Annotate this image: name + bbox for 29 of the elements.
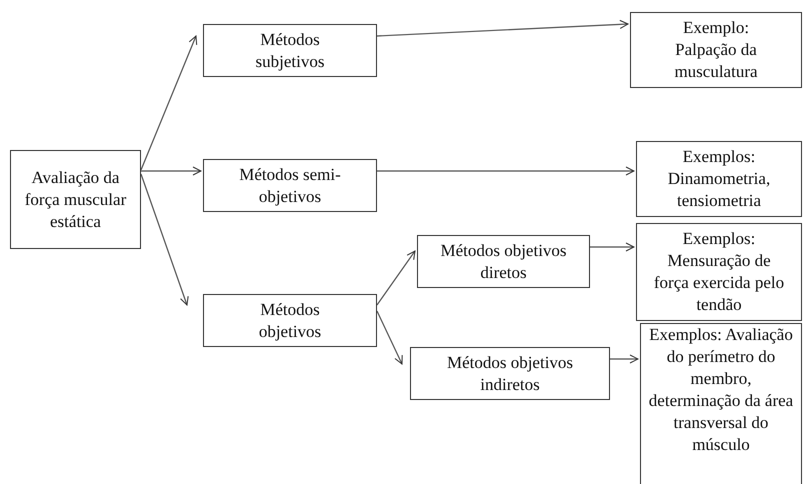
- box-label: Exemplos: Dinamometria, tensiometria: [666, 146, 772, 212]
- process-box: [203, 159, 377, 212]
- box-label: Exemplo: Palpação da musculatura: [673, 17, 759, 83]
- process-box: [203, 24, 377, 77]
- box-label: Exemplos: Mensuração de força exercida pelo tendão: [652, 228, 786, 316]
- box-label: Métodos objetivos indiretos: [446, 352, 574, 396]
- process-box: [10, 150, 141, 249]
- arrow: [610, 354, 638, 364]
- arrow: [376, 20, 628, 37]
- arrow: [140, 174, 189, 306]
- process-box: [636, 223, 802, 321]
- arrow: [377, 166, 634, 176]
- arrow: [590, 242, 634, 252]
- arrow: [376, 250, 416, 306]
- box-label: Métodos objetivos: [258, 298, 322, 342]
- arrow: [141, 166, 202, 176]
- process-box: [417, 235, 590, 288]
- box-label: Avaliação da força muscular estática: [24, 166, 128, 232]
- process-box: [630, 12, 802, 88]
- process-box: [636, 141, 802, 217]
- process-box: [410, 347, 610, 400]
- box-label: Exemplos: Avaliação do perímetro do membro, determinação da área transversal do músculo: [648, 324, 794, 456]
- box-label: Métodos subjetivos: [254, 28, 326, 72]
- box-label: Métodos objetivos diretos: [439, 240, 568, 284]
- arrow: [376, 310, 403, 364]
- box-label: Métodos semi-objetivos: [238, 164, 342, 208]
- arrow: [140, 36, 198, 170]
- process-box: [640, 323, 802, 484]
- process-box: [203, 294, 377, 347]
